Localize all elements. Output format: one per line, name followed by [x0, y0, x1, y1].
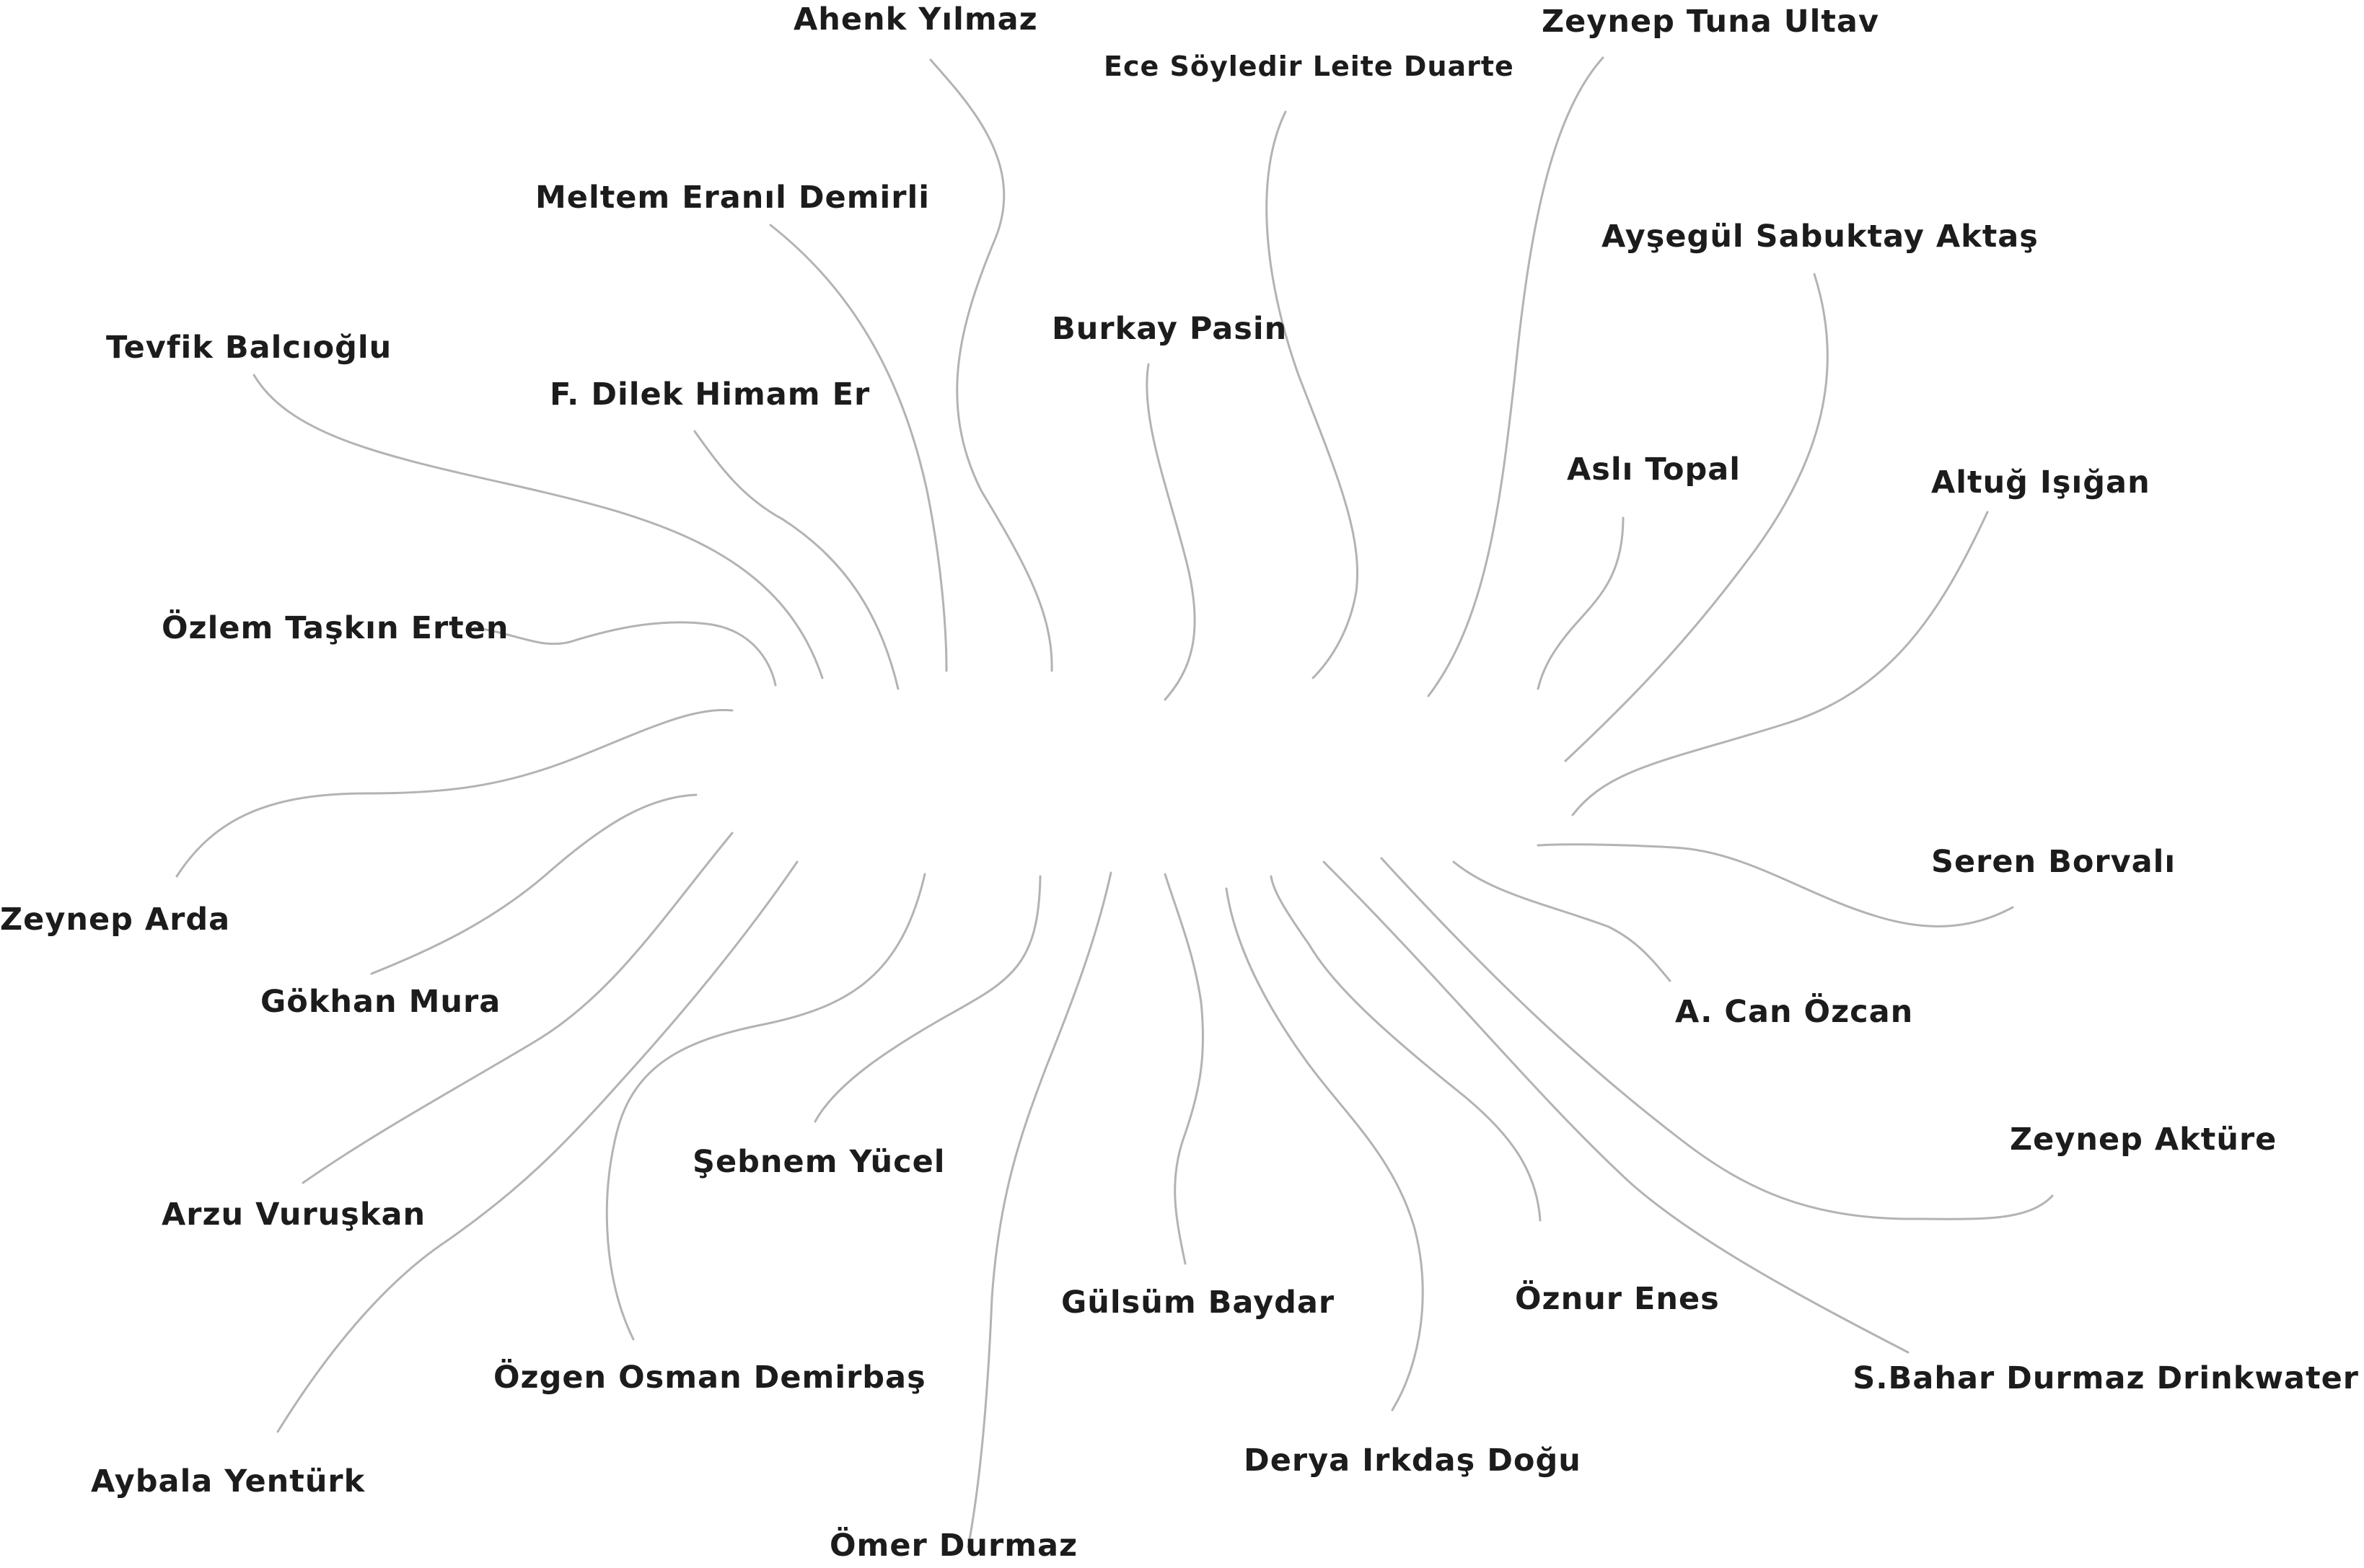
connector-ece-soyledir-leite-duarte — [1265, 110, 1359, 679]
label-meltem-eranil-demirli: Meltem Eranıl Demirli — [535, 180, 930, 216]
label-aybala-yenturk: Aybala Yentürk — [91, 1463, 366, 1499]
label-asli-topal: Aslı Topal — [1567, 452, 1741, 488]
label-tevfik-balcioglu: Tevfik Balcıoğlu — [106, 330, 392, 366]
connector-aybala-yenturk — [276, 860, 799, 1433]
connector-zeynep-tuna-ultav — [1427, 56, 1604, 697]
label-f-dilek-himam-er: F. Dilek Himam Er — [550, 376, 870, 413]
connector-zeynep-akture — [1380, 857, 2054, 1220]
label-derya-irkdas-dogu: Derya Irkdaş Doğu — [1244, 1443, 1581, 1479]
label-a-can-ozcan: A. Can Özcan — [1675, 993, 1913, 1030]
label-oznur-enes: Öznur Enes — [1515, 1280, 1720, 1317]
connector-arzu-vuruskan — [302, 832, 734, 1184]
connector-altug-isigan — [1571, 511, 1989, 816]
label-ozgen-osman-demirbas: Özgen Osman Demirbaş — [493, 1359, 926, 1396]
connector-sebnem-yucel — [814, 875, 1042, 1123]
connector-a-can-ozcan — [1452, 860, 1671, 982]
connector-omer-durmaz — [967, 871, 1112, 1549]
label-omer-durmaz: Ömer Durmaz — [830, 1527, 1078, 1564]
label-burkay-pasin: Burkay Pasin — [1052, 311, 1287, 347]
label-gokhan-mura: Gökhan Mura — [260, 984, 501, 1020]
connector-meltem-eranil-demirli — [769, 224, 948, 672]
connector-asli-topal — [1537, 516, 1625, 690]
connector-zeynep-arda — [175, 708, 734, 878]
label-seren-borvali: Seren Borvalı — [1931, 844, 2176, 880]
connector-lines — [175, 56, 2054, 1549]
connector-seren-borvali — [1537, 843, 2014, 928]
connector-tevfik-balcioglu — [252, 374, 824, 679]
connector-ahenk-yilmaz — [929, 58, 1053, 672]
label-zeynep-akture: Zeynep Aktüre — [2010, 1122, 2277, 1158]
label-ece-soyledir-leite-duarte: Ece Söyledir Leite Duarte — [1104, 50, 1514, 82]
label-sebnem-yucel: Şebnem Yücel — [693, 1144, 945, 1180]
label-s-bahar-durmaz-drinkwater: S.Bahar Durmaz Drinkwater — [1853, 1360, 2359, 1396]
connector-derya-irkdas-dogu — [1225, 887, 1424, 1411]
label-altug-isigan: Altuğ Işığan — [1931, 464, 2150, 501]
connector-ozgen-osman-demirbas — [605, 873, 926, 1341]
label-ahenk-yilmaz: Ahenk Yılmaz — [794, 1, 1038, 38]
connector-ozlem-taskin-erten — [473, 621, 777, 687]
label-gulsum-baydar: Gülsüm Baydar — [1061, 1285, 1335, 1321]
connector-oznur-enes — [1270, 875, 1542, 1222]
label-zeynep-arda: Zeynep Arda — [0, 902, 230, 938]
label-ozlem-taskin-erten: Özlem Taşkın Erten — [162, 609, 509, 646]
connector-f-dilek-himam-er — [693, 430, 900, 690]
connector-gokhan-mura — [370, 793, 698, 975]
connector-s-bahar-durmaz-drinkwater — [1322, 860, 1910, 1354]
label-arzu-vuruskan: Arzu Vuruşkan — [162, 1197, 426, 1233]
connector-gulsum-baydar — [1164, 873, 1205, 1265]
label-zeynep-tuna-ultav: Zeynep Tuna Ultav — [1542, 4, 1879, 40]
connector-burkay-pasin — [1146, 363, 1196, 701]
label-aysegul-sabuktay-aktas: Ayşegül Sabuktay Aktaş — [1601, 219, 2039, 255]
connector-aysegul-sabuktay-aktas — [1564, 273, 1829, 762]
